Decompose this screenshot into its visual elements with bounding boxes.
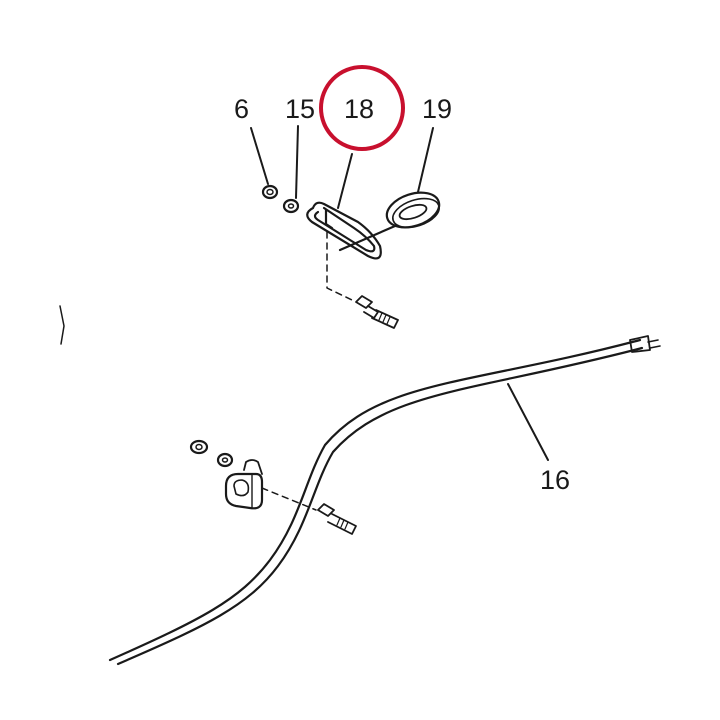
leader-6 bbox=[250, 127, 269, 185]
nut-part bbox=[261, 184, 279, 200]
edge-mark bbox=[59, 305, 65, 345]
callout-19: 19 bbox=[422, 94, 453, 124]
grommet-part bbox=[385, 191, 441, 229]
lower-washer-part bbox=[216, 452, 234, 468]
callout-15: 15 bbox=[285, 94, 316, 124]
highlight-ring bbox=[319, 65, 405, 151]
callout-16: 16 bbox=[540, 465, 571, 495]
callout-18: 18 bbox=[344, 94, 375, 124]
lower-clamp-part bbox=[224, 459, 264, 510]
leader-15 bbox=[295, 125, 299, 199]
washer-part bbox=[282, 198, 300, 214]
leader-19 bbox=[417, 127, 434, 193]
retaining-clip-part bbox=[306, 201, 397, 260]
leader-18 bbox=[337, 153, 353, 209]
lower-bolt-part bbox=[261, 487, 357, 535]
upper-bolt-part bbox=[326, 231, 399, 329]
lower-nut-part bbox=[189, 439, 209, 455]
cable-part bbox=[108, 335, 661, 666]
leader-16 bbox=[507, 383, 549, 461]
callout-6: 6 bbox=[234, 94, 250, 124]
